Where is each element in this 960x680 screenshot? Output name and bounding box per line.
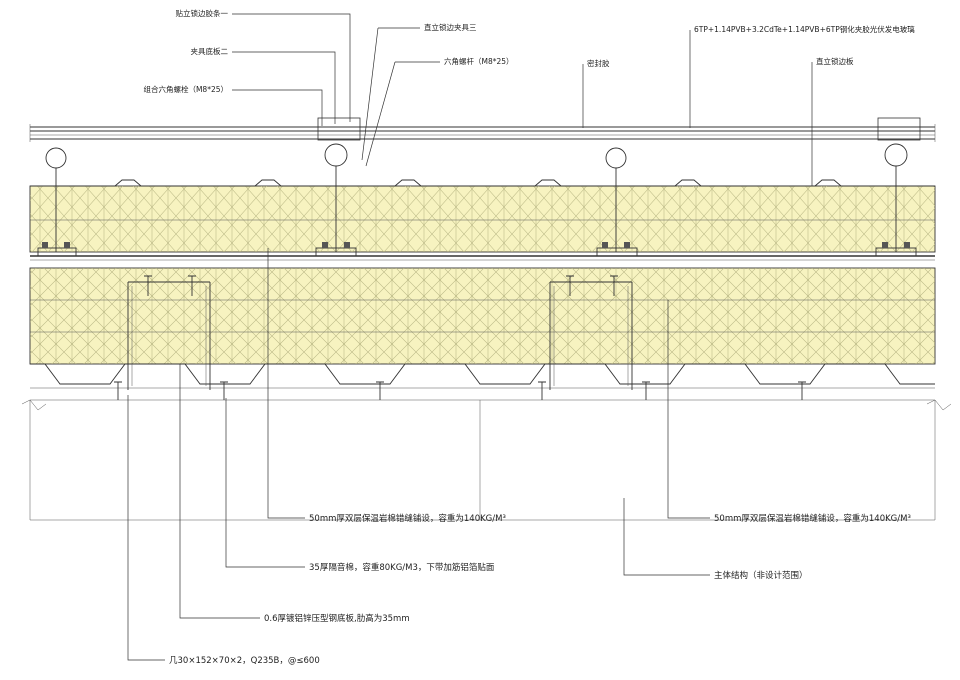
label-hex-bolt: 六角螺杆（M8*25） bbox=[444, 56, 514, 66]
label-clip-base: 夹具底板二 bbox=[191, 46, 229, 56]
purlin-left bbox=[127, 281, 211, 390]
clip-icon bbox=[315, 117, 361, 257]
label-seam-strip: 贴立锁边胶条一 bbox=[176, 8, 229, 18]
upper-insulation-layer bbox=[29, 179, 936, 253]
label-seam-panel: 直立锁边板 bbox=[816, 56, 854, 66]
main-structure bbox=[21, 399, 952, 521]
clip-icon bbox=[37, 147, 77, 257]
clip-icon bbox=[875, 117, 921, 257]
callout-structure: 主体结构（非设计范围） bbox=[714, 570, 808, 581]
middle-steel-layer bbox=[30, 255, 935, 261]
label-seam-clip: 直立锁边夹具三 bbox=[424, 22, 477, 32]
lower-insulation-layer bbox=[29, 267, 936, 365]
label-pv-glass: 6TP+1.14PVB+3.2CdTe+1.14PVB+6TP钢化夹胶光伏发电玻… bbox=[694, 24, 915, 34]
leader-lines bbox=[127, 13, 813, 661]
callout-deck: 0.6厚镀铝锌压型钢底板,肋高为35mm bbox=[264, 613, 410, 624]
callout-wool-right: 50mm厚双层保温岩棉错缝铺设，容重为140KG/M³ bbox=[714, 513, 911, 524]
label-combo-bolt: 组合六角螺栓（M8*25） bbox=[143, 84, 228, 94]
bolt-icon bbox=[42, 242, 910, 248]
callout-purlin: 几30×152×70×2，Q235B，@≤600 bbox=[169, 656, 320, 666]
callout-wool-left: 50mm厚双层保温岩棉错缝铺设，容重为140KG/M³ bbox=[309, 513, 506, 524]
label-sealant: 密封胶 bbox=[587, 58, 610, 68]
profiled-steel-deck bbox=[30, 363, 935, 389]
callout-acoustic: 35厚隔音棉，容重80KG/M3，下带加筋铝箔贴面 bbox=[309, 562, 495, 573]
screw-icon bbox=[114, 275, 806, 400]
purlin-right bbox=[549, 281, 633, 390]
pv-glass-layer bbox=[29, 124, 936, 142]
clip-icon bbox=[596, 147, 638, 257]
